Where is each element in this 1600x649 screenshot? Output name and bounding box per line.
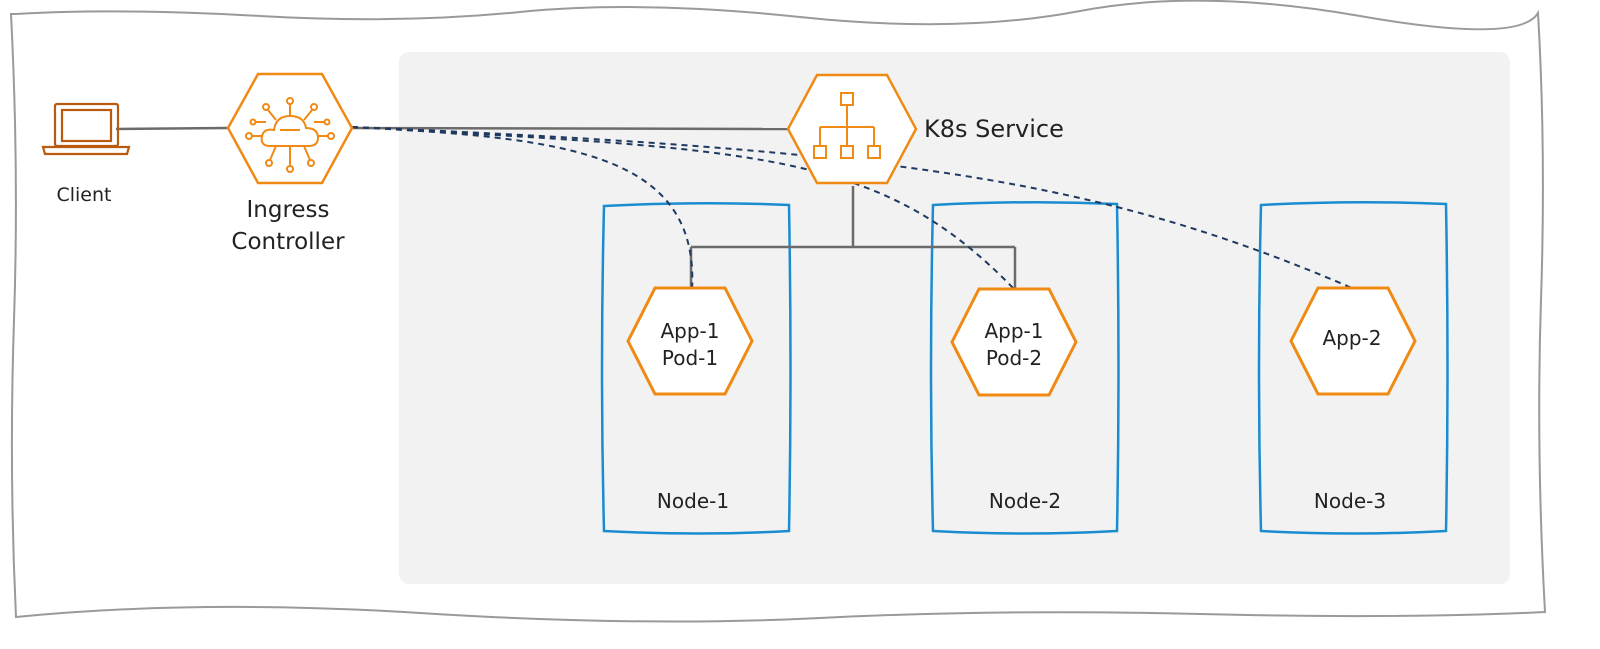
client-label: Client bbox=[56, 184, 111, 206]
ingress-to-service-line bbox=[351, 126, 789, 131]
node-box-1 bbox=[600, 201, 792, 535]
ingress-controller bbox=[226, 72, 354, 185]
cluster-area bbox=[399, 52, 1510, 584]
pod-2-line2: Pod-2 bbox=[986, 346, 1042, 370]
ingress-label-line2: Controller bbox=[231, 229, 345, 255]
pod-3: App-2 bbox=[1289, 286, 1417, 396]
node-box-2 bbox=[929, 200, 1120, 535]
node-1-label: Node-1 bbox=[657, 489, 729, 513]
pod-3-line1: App-2 bbox=[1322, 326, 1381, 350]
pod-1: App-1 Pod-1 bbox=[626, 286, 754, 396]
pod-1-line2: Pod-1 bbox=[662, 346, 718, 370]
ingress-label-line1: Ingress bbox=[246, 197, 329, 223]
route-to-pod3 bbox=[351, 126, 1353, 289]
solid-connections bbox=[115, 126, 1017, 288]
pod-2: App-1 Pod-2 bbox=[950, 287, 1078, 397]
hierarchy-icon bbox=[813, 92, 881, 159]
pod-2-line1: App-1 bbox=[984, 319, 1043, 343]
client-to-ingress-line bbox=[115, 126, 229, 131]
pod-1-line1: App-1 bbox=[660, 319, 719, 343]
route-to-pod2 bbox=[351, 126, 1016, 291]
dashed-routes bbox=[351, 126, 1353, 291]
node-2-label: Node-2 bbox=[989, 489, 1061, 513]
node-3-label: Node-3 bbox=[1314, 489, 1386, 513]
cloud-network-icon bbox=[245, 97, 335, 173]
node-box-3 bbox=[1257, 200, 1449, 535]
k8s-service bbox=[786, 73, 918, 185]
laptop-icon bbox=[41, 102, 131, 156]
outer-frame bbox=[9, 0, 1547, 623]
service-label: K8s Service bbox=[924, 115, 1064, 143]
